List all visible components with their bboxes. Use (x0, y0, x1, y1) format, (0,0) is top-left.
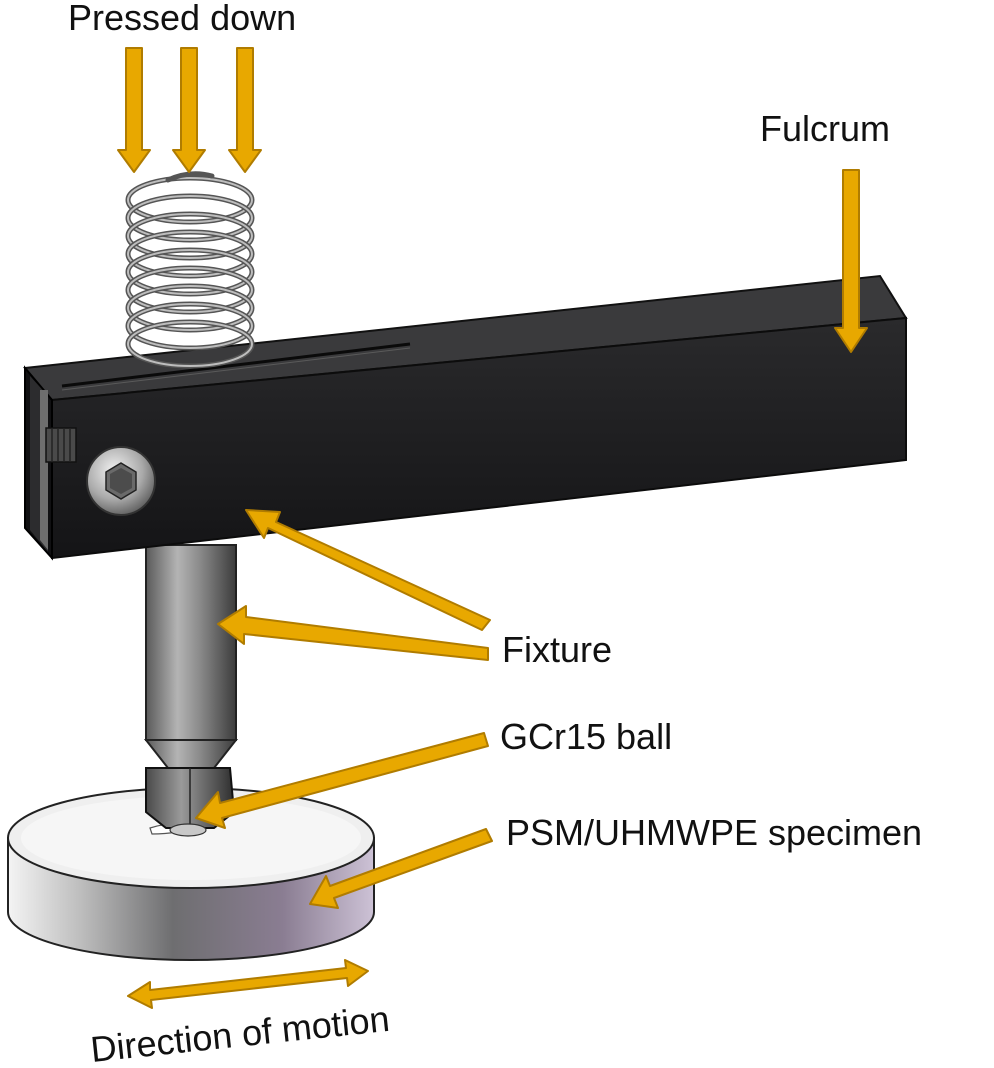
label-specimen: PSM/UHMWPE specimen (506, 812, 922, 853)
ball-arrow (195, 732, 489, 829)
coil-spring-icon (125, 171, 255, 369)
motion-arrow (127, 959, 369, 1009)
label-fulcrum: Fulcrum (760, 108, 890, 149)
lever-beam (23, 274, 908, 561)
bolt (45, 427, 156, 516)
fixture-arrow-beam (245, 509, 491, 631)
label-pressed-down: Pressed down (68, 0, 296, 38)
pressed-down-arrow-2 (172, 47, 206, 173)
label-gcr15-ball: GCr15 ball (500, 716, 672, 757)
label-direction-of-motion: Direction of motion (89, 998, 392, 1068)
specimen-arrow (309, 828, 493, 909)
label-fixture: Fixture (502, 629, 612, 670)
fixture-shaft (143, 544, 239, 769)
pressed-down-arrow-3 (228, 47, 262, 173)
pressed-down-arrow-1 (117, 47, 151, 173)
fulcrum-arrow (834, 169, 868, 353)
arrows (117, 47, 868, 1009)
fixture-arrow-shaft (217, 605, 489, 661)
